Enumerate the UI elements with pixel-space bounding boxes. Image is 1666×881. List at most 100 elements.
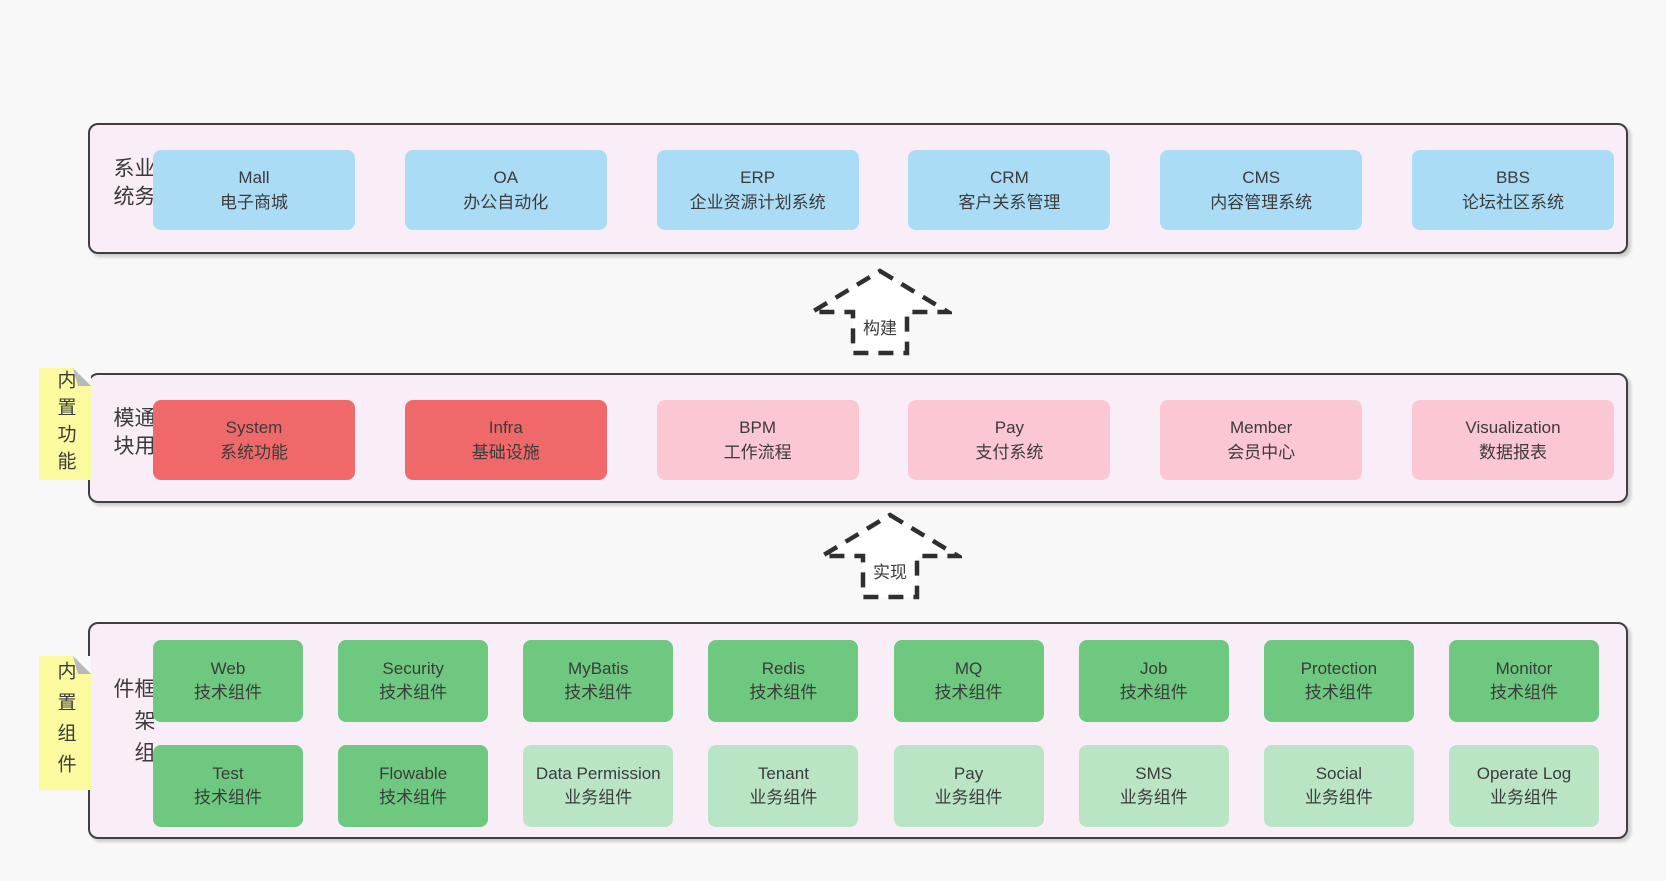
- box-name: Operate Log: [1476, 764, 1572, 783]
- box-desc: 支付系统: [975, 443, 1044, 462]
- box-name: Visualization: [1465, 418, 1561, 437]
- box-desc: 业务组件: [1489, 788, 1558, 807]
- box-desc: 办公自动化: [463, 193, 549, 212]
- component-box-test: Test 技术组件: [153, 745, 303, 827]
- box-desc: 基础设施: [471, 443, 540, 462]
- box-desc: 论坛社区系统: [1461, 193, 1564, 212]
- module-box-system: System 系统功能: [153, 400, 355, 480]
- component-box-data-permission: Data Permission 业务组件: [523, 745, 674, 827]
- system-box-erp: ERP 企业资源计划系统: [656, 150, 859, 230]
- sticky-label: 内置功能: [54, 370, 76, 478]
- box-name: Tenant: [757, 764, 809, 783]
- build-arrow-label: 构建: [862, 314, 898, 339]
- box-name: Redis: [761, 659, 806, 678]
- panel-framework-components: 框架组件 Web 技术组件 Security 技术组件 MyBatis 技术组件…: [88, 622, 1628, 839]
- panel-label-framework-components: 框架组件: [111, 677, 155, 774]
- box-name: Flowable: [379, 764, 448, 783]
- system-box-crm: CRM 客户关系管理: [908, 150, 1111, 230]
- box-name: Member: [1230, 418, 1293, 437]
- box-desc: 技术组件: [749, 683, 818, 702]
- components-row-2: Test 技术组件 Flowable 技术组件 Data Permission …: [153, 745, 1599, 827]
- component-box-sms: SMS 业务组件: [1078, 745, 1229, 827]
- sticky-note-builtin-features: 内置功能: [39, 368, 91, 480]
- box-name: MQ: [954, 659, 983, 678]
- component-box-pay: Pay 业务组件: [893, 745, 1044, 827]
- component-box-social: Social 业务组件: [1263, 745, 1414, 827]
- business-box-row: Mall 电子商城 OA 办公自动化 ERP 企业资源计划系统 CRM 客户关系…: [153, 150, 1614, 230]
- module-box-visualization: Visualization 数据报表: [1411, 400, 1614, 480]
- box-name: BPM: [739, 418, 777, 437]
- component-box-operate-log: Operate Log 业务组件: [1448, 745, 1599, 827]
- box-desc: 技术组件: [1489, 683, 1558, 702]
- system-box-bbs: BBS 论坛社区系统: [1411, 150, 1614, 230]
- sticky-note-builtin-components: 内置组件: [39, 656, 91, 790]
- box-desc: 内容管理系统: [1210, 193, 1313, 212]
- components-row-1: Web 技术组件 Security 技术组件 MyBatis 技术组件 Redi…: [153, 640, 1599, 722]
- box-desc: 技术组件: [379, 683, 448, 702]
- component-box-protection: Protection 技术组件: [1263, 640, 1414, 722]
- box-name: MyBatis: [568, 659, 629, 678]
- box-desc: 技术组件: [934, 683, 1003, 702]
- component-box-monitor: Monitor 技术组件: [1448, 640, 1599, 722]
- system-box-mall: Mall 电子商城: [153, 150, 355, 230]
- box-name: Pay: [994, 418, 1025, 437]
- component-box-mybatis: MyBatis 技术组件: [523, 640, 674, 722]
- component-box-web: Web 技术组件: [153, 640, 303, 722]
- box-desc: 业务组件: [749, 788, 818, 807]
- box-name: CMS: [1242, 168, 1281, 187]
- module-box-bpm: BPM 工作流程: [656, 400, 859, 480]
- box-desc: 业务组件: [934, 788, 1003, 807]
- component-box-job: Job 技术组件: [1078, 640, 1229, 722]
- box-name: BBS: [1495, 168, 1530, 187]
- box-desc: 业务组件: [1119, 788, 1188, 807]
- box-desc: 技术组件: [1304, 683, 1373, 702]
- box-desc: 技术组件: [379, 788, 448, 807]
- up-arrow-icon: [818, 512, 962, 600]
- box-name: Mall: [238, 168, 270, 187]
- implement-arrow-label: 实现: [872, 558, 908, 583]
- panel-common-modules: 通用模块 System 系统功能 Infra 基础设施 BPM 工作流程 Pay…: [88, 373, 1628, 503]
- panel-label-business-systems: 业务系统: [111, 156, 155, 213]
- folded-corner-icon: [73, 656, 91, 674]
- system-box-oa: OA 办公自动化: [404, 150, 607, 230]
- box-name: CRM: [990, 168, 1029, 187]
- box-name: Security: [382, 659, 444, 678]
- component-box-flowable: Flowable 技术组件: [338, 745, 489, 827]
- box-name: Pay: [953, 764, 984, 783]
- box-name: Social: [1315, 764, 1362, 783]
- box-name: Job: [1139, 659, 1168, 678]
- module-box-member: Member 会员中心: [1160, 400, 1363, 480]
- box-name: Data Permission: [535, 764, 661, 783]
- box-desc: 企业资源计划系统: [689, 193, 826, 212]
- box-desc: 数据报表: [1478, 443, 1547, 462]
- box-desc: 工作流程: [723, 443, 792, 462]
- build-arrow: 构建: [808, 268, 952, 356]
- component-box-mq: MQ 技术组件: [893, 640, 1044, 722]
- box-desc: 会员中心: [1227, 443, 1296, 462]
- module-box-infra: Infra 基础设施: [404, 400, 607, 480]
- sticky-label: 内置组件: [54, 661, 76, 785]
- box-name: ERP: [740, 168, 776, 187]
- panel-business-systems: 业务系统 Mall 电子商城 OA 办公自动化 ERP 企业资源计划系统 CRM…: [88, 123, 1628, 254]
- up-arrow-icon: [808, 268, 952, 356]
- box-name: Web: [210, 659, 246, 678]
- modules-box-row: System 系统功能 Infra 基础设施 BPM 工作流程 Pay 支付系统…: [153, 400, 1614, 480]
- box-desc: 技术组件: [564, 683, 633, 702]
- implement-arrow: 实现: [818, 512, 962, 600]
- box-desc: 技术组件: [194, 683, 262, 702]
- folded-corner-icon: [73, 368, 91, 386]
- box-name: Protection: [1300, 659, 1378, 678]
- component-box-security: Security 技术组件: [338, 640, 489, 722]
- system-box-cms: CMS 内容管理系统: [1160, 150, 1363, 230]
- box-name: SMS: [1135, 764, 1173, 783]
- box-desc: 业务组件: [1304, 788, 1373, 807]
- box-name: OA: [493, 168, 519, 187]
- box-desc: 业务组件: [564, 788, 633, 807]
- box-name: Infra: [488, 418, 523, 437]
- box-name: Test: [212, 764, 244, 783]
- component-box-redis: Redis 技术组件: [708, 640, 859, 722]
- box-desc: 技术组件: [1119, 683, 1188, 702]
- box-name: Monitor: [1495, 659, 1553, 678]
- panel-label-common-modules: 通用模块: [111, 406, 155, 463]
